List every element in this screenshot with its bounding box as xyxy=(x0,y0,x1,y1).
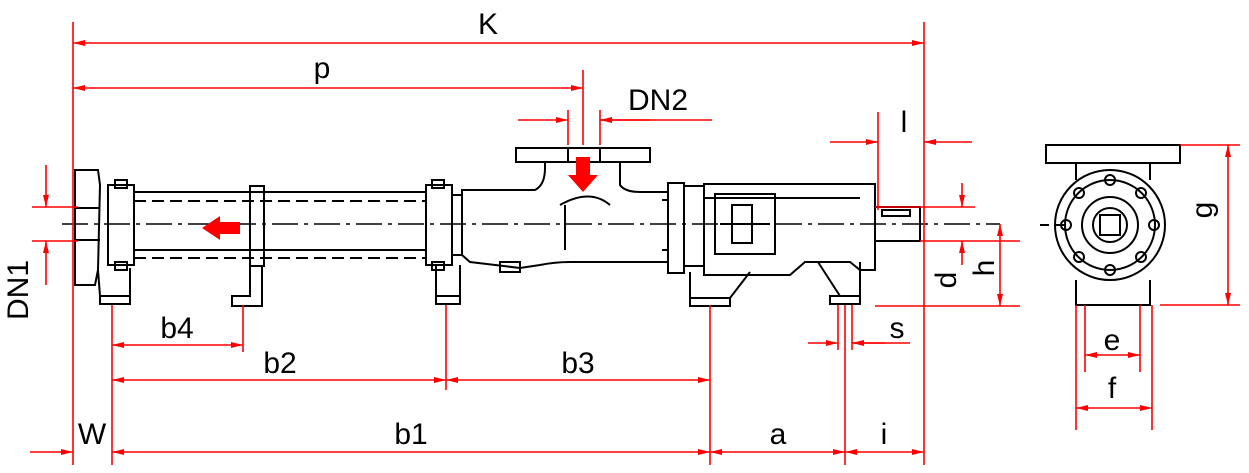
label-p: p xyxy=(314,52,331,85)
stator-flange-right xyxy=(425,184,453,266)
label-g: g xyxy=(1186,202,1219,219)
label-K: K xyxy=(478,8,498,41)
end-view-flange xyxy=(1045,144,1181,164)
label-b1: b1 xyxy=(394,418,427,451)
label-b2: b2 xyxy=(263,347,296,380)
label-DN1: DN1 xyxy=(2,260,35,320)
inlet-flow-arrow xyxy=(202,216,240,240)
end-view-bolt-holes xyxy=(1060,174,1160,276)
label-f: f xyxy=(1108,372,1117,405)
label-h: h xyxy=(968,260,1001,277)
end-view-base xyxy=(1075,280,1151,306)
label-DN2: DN2 xyxy=(628,84,688,117)
label-l: l xyxy=(901,106,908,139)
middle-support xyxy=(249,185,265,267)
drive-flange xyxy=(667,182,685,274)
label-i: i xyxy=(881,418,888,451)
rear-foot xyxy=(817,261,861,297)
suction-housing xyxy=(461,161,669,270)
label-b3: b3 xyxy=(561,347,594,380)
pump-side-view xyxy=(62,147,1000,307)
inlet-flange xyxy=(74,169,102,286)
dimension-labels: K p DN2 l g DN1 d h s e f b4 b2 b3 W b1 … xyxy=(2,8,1219,451)
flow-arrows xyxy=(202,157,598,240)
pump-end-view xyxy=(1040,144,1181,306)
outlet-flow-arrow xyxy=(568,157,598,192)
label-s: s xyxy=(890,312,905,345)
label-d: d xyxy=(930,272,963,289)
label-a: a xyxy=(770,418,787,451)
end-foot xyxy=(97,268,131,297)
dimension-lines xyxy=(30,22,1240,465)
label-b4: b4 xyxy=(160,312,193,345)
label-e: e xyxy=(1104,324,1121,357)
label-W: W xyxy=(78,418,107,451)
stator-flange-left xyxy=(107,184,135,266)
